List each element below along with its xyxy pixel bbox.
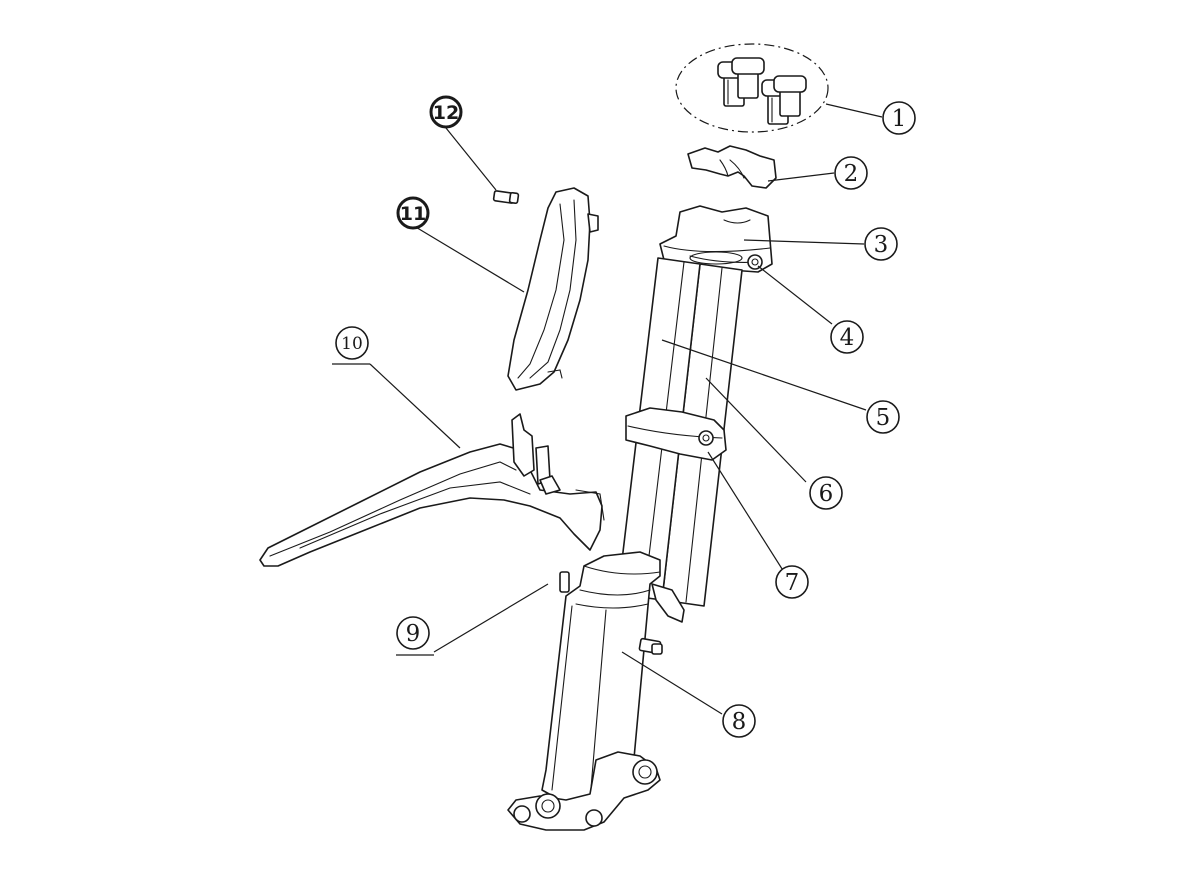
svg-text:7: 7: [785, 570, 800, 596]
part-front-fender: [259, 413, 605, 567]
part-lower-leg: [507, 551, 685, 831]
svg-text:1: 1: [892, 106, 907, 132]
callout-9: 9: [396, 616, 430, 650]
part-bolts-group: [675, 43, 829, 133]
svg-text:3: 3: [874, 232, 889, 258]
leader-lines: [332, 103, 883, 715]
callout-2: 2: [834, 156, 868, 190]
svg-text:2: 2: [844, 161, 859, 187]
callout-7: 7: [775, 565, 809, 599]
part-lower-clamp: [625, 407, 727, 461]
part-small-pin: [559, 571, 570, 593]
part-cover-plate: [507, 187, 599, 391]
svg-text:6: 6: [819, 481, 834, 507]
part-small-bolt: [492, 190, 520, 205]
callout-11: 11: [396, 196, 430, 230]
svg-text:12: 12: [433, 102, 459, 124]
callout-3: 3: [864, 227, 898, 261]
callout-10: 10: [335, 326, 369, 360]
svg-text:5: 5: [876, 405, 891, 431]
svg-text:11: 11: [400, 203, 426, 225]
svg-text:9: 9: [406, 621, 421, 647]
callout-1: 1: [882, 101, 916, 135]
callout-12: 12: [429, 95, 463, 129]
part-clamp-cap: [687, 145, 777, 189]
callout-4: 4: [830, 320, 864, 354]
svg-text:4: 4: [840, 325, 855, 351]
svg-text:8: 8: [732, 709, 747, 735]
callout-5: 5: [866, 400, 900, 434]
part-top-clamp: [659, 205, 773, 273]
callout-6: 6: [809, 476, 843, 510]
callout-8: 8: [722, 704, 756, 738]
svg-text:10: 10: [341, 334, 363, 354]
